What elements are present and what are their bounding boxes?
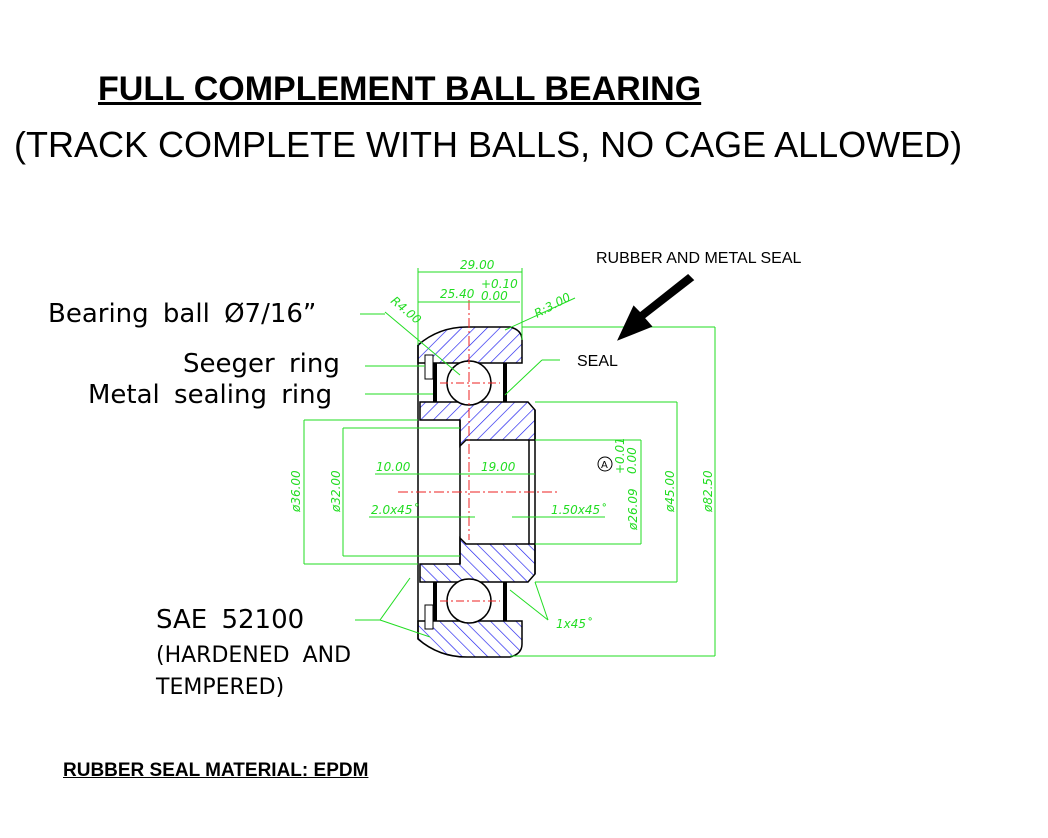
dim-d36: ø36.00 xyxy=(289,470,303,513)
dim-chamfer-150: 1.50x45˚ xyxy=(551,502,606,517)
dim-d45: ø45.00 xyxy=(663,470,677,513)
dim-19: 19.00 xyxy=(481,460,516,474)
callout-rubber-metal-seal: RUBBER AND METAL SEAL xyxy=(596,250,802,267)
datum-a-symbol xyxy=(597,456,613,472)
drawing-title: FULL COMPLEMENT BALL BEARING xyxy=(98,70,702,108)
dim-tol2-upper: +0.01 xyxy=(613,437,627,474)
dim-r3: R:3.00 xyxy=(532,290,573,321)
seeger-ring xyxy=(424,354,434,380)
callout-bearing-ball: Bearing ball Ø7/16” xyxy=(48,299,317,329)
dim-d8250: ø82.50 xyxy=(701,470,715,513)
callout-seal: SEAL xyxy=(577,353,618,370)
inner-ring xyxy=(419,401,536,448)
rubber-seal-arrow xyxy=(617,273,695,341)
seal-right xyxy=(503,363,507,402)
callout-tempered: TEMPERED) xyxy=(156,675,285,700)
outer-ring xyxy=(417,326,523,364)
dim-chamfer-1: 1x45˚ xyxy=(556,616,592,631)
rubber-seal-material-note: RUBBER SEAL MATERIAL: EPDM xyxy=(63,760,369,781)
dim-10: 10.00 xyxy=(376,460,411,474)
dim-d2609: ø26.09 xyxy=(626,488,640,531)
seal-left xyxy=(433,363,437,402)
callout-hardened: (HARDENED AND xyxy=(156,643,352,668)
drawing-subtitle: (TRACK COMPLETE WITH BALLS, NO CAGE ALLO… xyxy=(14,124,963,165)
callout-material: SAE 52100 xyxy=(156,605,305,635)
dim-chamfer-2: 2.0x45˚ xyxy=(371,502,418,517)
dim-tol-lower: 0.00 xyxy=(481,289,508,303)
callout-seeger-ring: Seeger ring xyxy=(183,349,340,379)
callout-metal-sealing-ring: Metal sealing ring xyxy=(88,380,333,410)
dim-tol2-lower: 0.00 xyxy=(625,447,639,474)
dim-width-inner: 25.40 xyxy=(440,287,475,301)
dim-tol-upper: +0.10 xyxy=(481,277,518,291)
dimension-lines xyxy=(303,268,716,657)
dim-width-total: 29.00 xyxy=(460,258,495,272)
dim-r4: R4.00 xyxy=(388,294,424,327)
bearing-half-section xyxy=(417,326,536,448)
centerlines xyxy=(398,300,558,540)
dim-d32: ø32.00 xyxy=(329,470,343,513)
datum-a-label: A xyxy=(601,460,608,471)
